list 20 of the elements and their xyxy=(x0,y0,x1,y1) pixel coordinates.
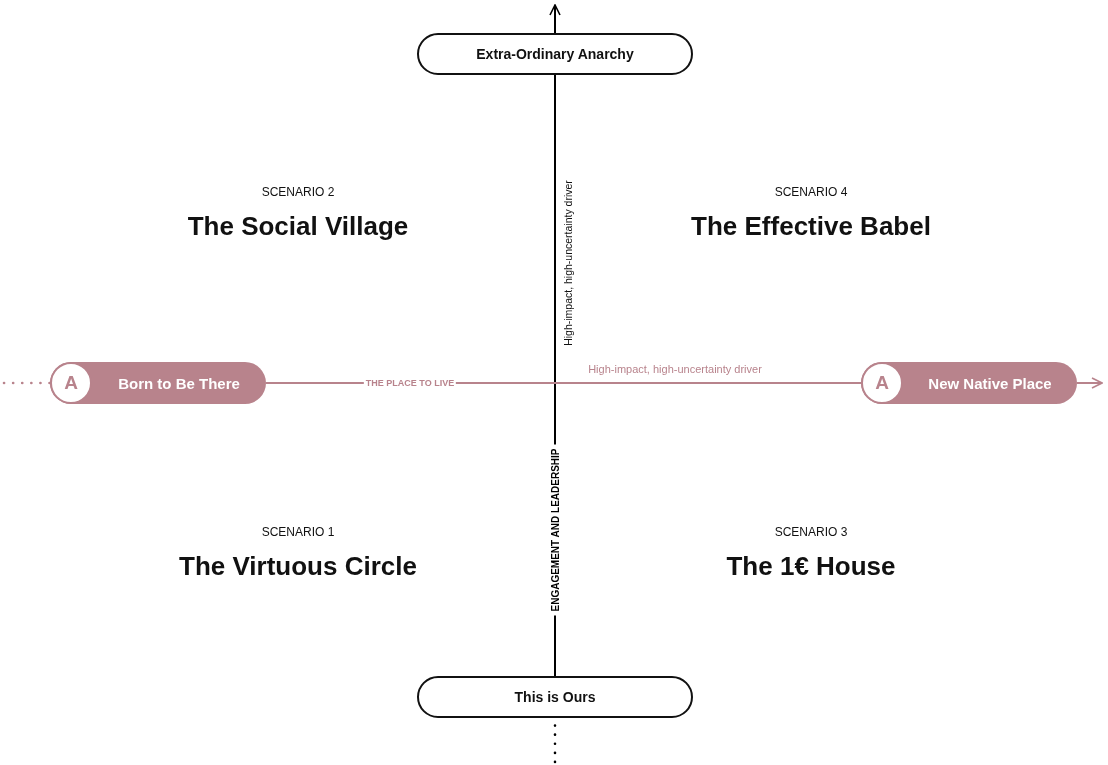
edge-label: THE PLACE TO LIVE xyxy=(363,378,457,388)
scenario-title: The Effective Babel xyxy=(691,210,931,242)
scenario-pill: Extra-Ordinary Anarchy xyxy=(417,33,693,75)
scenario-title: The Social Village xyxy=(187,210,409,242)
arrow xyxy=(1076,377,1103,389)
scenario-pill: A New Native Place xyxy=(861,362,1077,404)
letter-badge: A xyxy=(50,362,92,404)
scenario-title: The Virtuous Circle xyxy=(179,550,417,582)
scenario-number: SCENARIO 4 xyxy=(774,185,848,199)
scenario-number: SCENARIO 2 xyxy=(261,185,335,199)
axis-caption: High-impact, high-uncertainty driver xyxy=(562,180,574,346)
axis-caption: High-impact, high-uncertainty driver xyxy=(588,363,762,375)
scenario-pill: This is Ours xyxy=(417,676,693,718)
scenario-number: SCENARIO 3 xyxy=(774,525,848,539)
arrow xyxy=(549,4,561,34)
scenario-pill: A Born to Be There xyxy=(50,362,266,404)
letter-badge: A xyxy=(861,362,903,404)
scenario-number: SCENARIO 1 xyxy=(261,525,335,539)
scenario-title: The 1€ House xyxy=(726,550,896,582)
dotted-line xyxy=(2,381,52,385)
